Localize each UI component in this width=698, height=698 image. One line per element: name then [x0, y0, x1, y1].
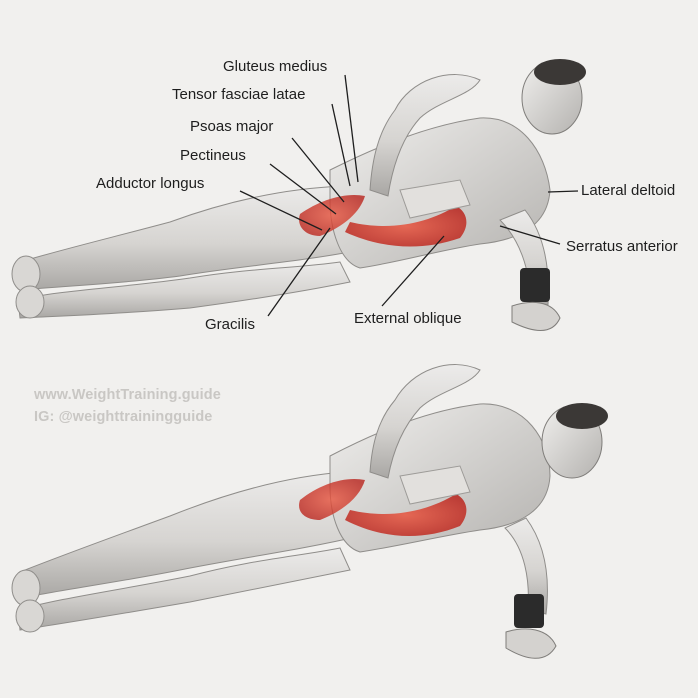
hip-highlight-bottom [299, 478, 365, 520]
foot-bottom-2 [15, 599, 45, 633]
hand-bottom [505, 628, 557, 659]
leader-external-oblique [381, 235, 445, 307]
obliques-highlight-top [345, 206, 467, 247]
leader-gluteus-medius [344, 74, 359, 183]
wrist-wrap-bottom [514, 594, 544, 628]
wrist-wrap-top [520, 268, 550, 302]
lower-leg-bottom [17, 547, 351, 631]
leader-lines [239, 74, 579, 317]
label-lateral-deltoid: Lateral deltoid [581, 182, 676, 199]
hip-highlight-top [299, 194, 365, 236]
leader-adductor-longus [239, 190, 323, 231]
hair-bottom [556, 403, 608, 429]
leader-serratus-anterior [499, 225, 561, 245]
label-serratus-anterior: Serratus anterior [566, 238, 678, 255]
leader-psoas-major [291, 137, 345, 203]
label-tensor-fasciae-latae: Tensor fasciae latae [172, 86, 306, 103]
label-gluteus-medius: Gluteus medius [223, 58, 328, 75]
leader-tensor-fasciae-latae [331, 103, 351, 187]
raised-arm-top [369, 74, 481, 197]
raised-arm-bottom [369, 364, 481, 479]
leader-gracilis [267, 227, 331, 317]
leader-pectineus [269, 163, 337, 215]
label-psoas-major: Psoas major [190, 118, 274, 135]
watermark-instagram: IG: @weighttrainingguide [34, 409, 213, 425]
obliques-highlight-bottom [345, 494, 467, 537]
figure-top [11, 59, 586, 331]
hand-top [511, 301, 561, 331]
foot-top-2 [15, 285, 45, 319]
abs-top [399, 179, 471, 219]
label-adductor-longus: Adductor longus [96, 175, 205, 192]
abs-bottom [399, 465, 471, 505]
hair-top [534, 59, 586, 85]
label-external-oblique: External oblique [354, 310, 462, 327]
support-arm-bottom [504, 517, 548, 615]
figure-bottom [11, 364, 608, 659]
label-gracilis: Gracilis [205, 316, 256, 333]
watermark-website: www.WeightTraining.guide [34, 387, 221, 403]
lower-leg-top [17, 261, 351, 319]
label-pectineus: Pectineus [180, 147, 246, 164]
leader-lateral-deltoid [547, 190, 579, 193]
